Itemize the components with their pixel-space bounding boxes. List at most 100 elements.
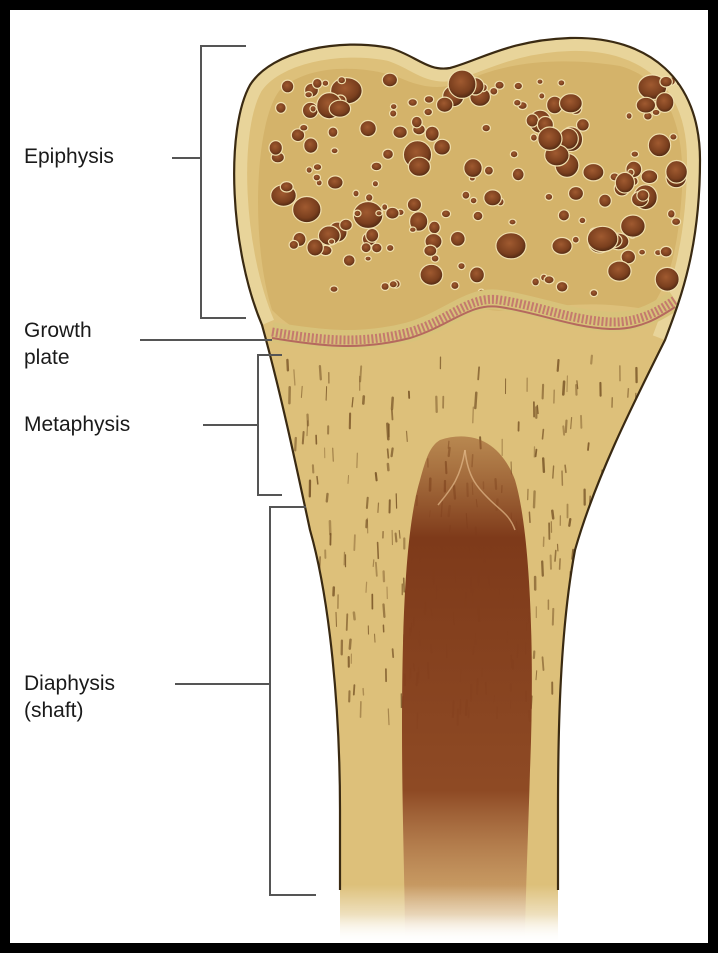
spongy-pore: [484, 190, 502, 206]
trabecular-streak: [570, 683, 571, 691]
trabecular-streak: [295, 438, 296, 450]
spongy-pore: [526, 114, 538, 127]
trabecular-streak: [388, 449, 389, 458]
trabecular-streak: [388, 464, 389, 470]
spongy-pore: [660, 76, 672, 87]
spongy-pore: [408, 99, 417, 107]
trabecular-streak: [475, 393, 476, 408]
trabecular-streak: [615, 500, 616, 516]
trabecular-streak: [536, 671, 537, 680]
trabecular-streak: [378, 503, 379, 512]
spongy-pore: [354, 210, 361, 217]
trabecular-streak: [404, 578, 405, 592]
spongy-pore: [583, 164, 604, 181]
spongy-pore: [407, 198, 421, 212]
spongy-pore: [668, 210, 676, 218]
trabecular-streak: [317, 477, 318, 484]
spongy-pore: [458, 263, 465, 270]
spongy-pore: [331, 148, 338, 154]
label-epiphysis: Epiphysis: [24, 143, 114, 170]
spongy-pore: [293, 197, 321, 223]
spongy-pore: [599, 194, 612, 207]
trabecular-streak: [393, 649, 394, 657]
spongy-pore: [304, 138, 318, 153]
spongy-pore: [470, 267, 485, 283]
label-metaphysis: Metaphysis: [24, 411, 130, 438]
trabecular-streak: [384, 605, 385, 617]
spongy-pore: [450, 231, 465, 246]
spongy-pore: [329, 100, 350, 117]
trabecular-streak: [569, 519, 570, 526]
spongy-pore: [276, 103, 287, 114]
spongy-pore: [666, 161, 688, 184]
spongy-pore: [473, 211, 483, 220]
spongy-pore: [560, 94, 583, 113]
trabecular-streak: [350, 640, 351, 649]
trabecular-streak: [336, 612, 337, 626]
spongy-pore: [300, 124, 308, 131]
trabecular-streak: [376, 473, 377, 480]
trabecular-streak: [347, 614, 348, 630]
spongy-pore: [366, 228, 379, 242]
trabecular-streak: [563, 382, 564, 395]
trabecular-streak: [354, 685, 355, 694]
spongy-pore: [462, 191, 470, 199]
trabecular-streak: [566, 421, 567, 432]
spongy-pore: [410, 227, 417, 232]
spongy-pore: [307, 239, 323, 256]
label-diaphysis: Diaphysis (shaft): [24, 670, 115, 724]
spongy-pore: [328, 127, 338, 137]
spongy-pore: [558, 210, 569, 221]
spongy-pore: [343, 255, 355, 266]
spongy-pore: [328, 176, 344, 189]
trabecular-streak: [320, 366, 321, 379]
spongy-pore: [305, 92, 313, 98]
spongy-pore: [322, 80, 329, 86]
spongy-pore: [393, 126, 407, 138]
trabecular-streak: [558, 360, 559, 371]
spongy-pore: [360, 121, 376, 137]
spongy-pore: [464, 159, 482, 178]
spongy-pore: [544, 276, 554, 284]
spongy-pore: [371, 162, 382, 171]
trabecular-streak: [333, 448, 334, 461]
spongy-pore: [639, 249, 646, 255]
spongy-pore: [509, 219, 516, 225]
spongy-pore: [496, 233, 526, 259]
spongy-pore: [641, 170, 658, 184]
trabecular-streak: [363, 396, 364, 403]
spongy-pore: [655, 267, 679, 291]
trabecular-streak: [542, 562, 543, 576]
spongy-pore: [482, 124, 490, 131]
spongy-pore: [383, 149, 394, 159]
trabecular-streak: [587, 599, 588, 608]
trabecular-streak: [392, 449, 393, 457]
spongy-pore: [310, 106, 316, 113]
trabecular-streak: [543, 430, 544, 439]
spongy-pore: [424, 108, 433, 115]
spongy-pore: [313, 164, 321, 171]
spongy-pore: [470, 197, 477, 203]
spongy-pore: [313, 78, 323, 88]
trabecular-streak: [552, 511, 553, 519]
spongy-pore: [621, 215, 646, 237]
trabecular-streak: [407, 431, 408, 441]
spongy-pore: [451, 282, 459, 290]
spongy-pore: [608, 261, 631, 281]
spongy-pore: [387, 245, 394, 252]
trabecular-streak: [553, 609, 554, 625]
trabecular-streak: [543, 458, 544, 471]
trabecular-streak: [534, 492, 535, 508]
spongy-pore: [626, 113, 632, 120]
trabecular-streak: [529, 512, 530, 522]
spongy-pore: [556, 282, 568, 293]
spongy-pore: [538, 127, 562, 150]
trabecular-streak: [473, 407, 474, 423]
spongy-pore: [656, 93, 674, 113]
spongy-pore: [353, 190, 359, 197]
spongy-pore: [289, 240, 298, 249]
trabecular-streak: [543, 385, 544, 399]
trabecular-streak: [352, 398, 353, 407]
trabecular-streak: [592, 554, 593, 567]
spongy-pore: [631, 151, 639, 157]
